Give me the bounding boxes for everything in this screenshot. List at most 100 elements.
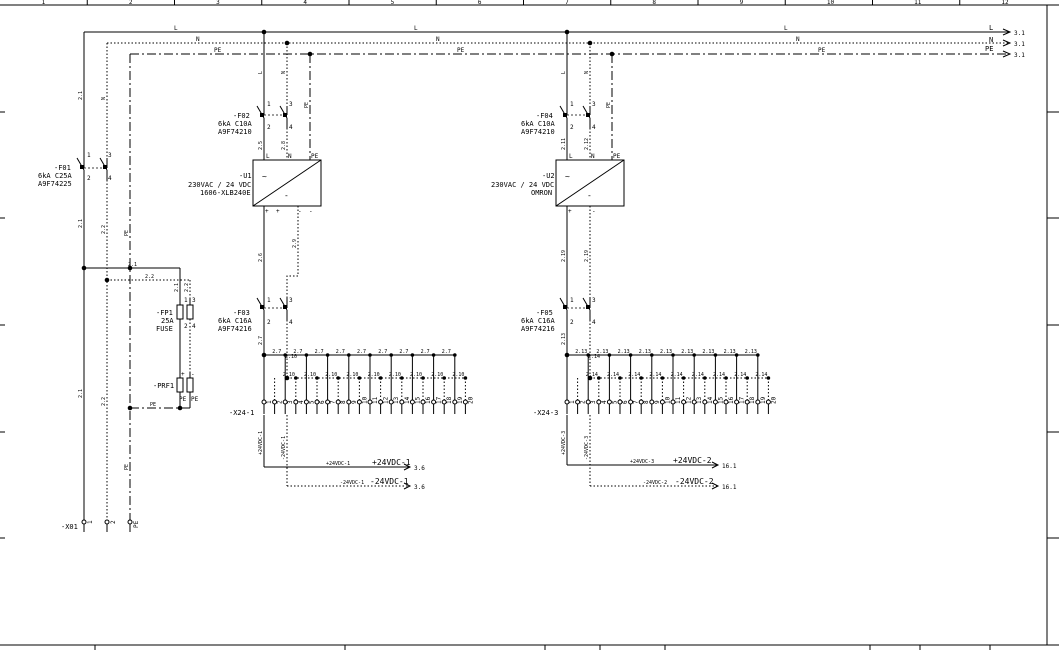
wire-number: 2.10	[452, 372, 464, 378]
breaker-F01: 1 3 2 4 -F01 6kA C25A A9F74225 2.1 2.2 2…	[38, 152, 112, 520]
terminal-number: 10	[664, 396, 671, 404]
F04-tag: -F04	[536, 112, 553, 120]
bus-PE-ref: 3.1	[1014, 52, 1025, 59]
left-feed: 2.1 N PE PE	[78, 32, 131, 520]
svg-text:-: -	[592, 208, 596, 215]
minus24-1-label: -24VDC-1	[370, 477, 409, 486]
junction-dot	[453, 353, 457, 357]
terminal-number: 20	[770, 396, 777, 404]
X24-1-tag: -X24-1	[229, 409, 254, 417]
terminal-X01: -X01 1 2 PE	[61, 519, 140, 532]
svg-text:N: N	[281, 71, 287, 74]
svg-text:2.11: 2.11	[561, 138, 567, 150]
F04-rating: 6kA C10A	[521, 120, 556, 128]
terminal-number: 12	[383, 396, 390, 404]
wire-number: 2.7	[378, 349, 387, 355]
FP1-tag: -FP1	[156, 309, 173, 317]
terminal-number: 18	[749, 396, 756, 404]
svg-text:PE: PE	[818, 47, 826, 54]
svg-text:2.19: 2.19	[561, 250, 567, 262]
U1-tag: -U1	[239, 172, 252, 180]
junction-dot	[294, 376, 298, 380]
F02-part: A9F74210	[218, 128, 252, 136]
svg-text:1: 1	[570, 101, 574, 108]
svg-text:-: -	[587, 191, 592, 200]
junction-dot	[650, 353, 654, 357]
bus-PE-label: PE	[985, 45, 993, 53]
F02-tag: -F02	[233, 112, 250, 120]
wire-number: 2.7	[272, 349, 281, 355]
terminal-number: 4	[298, 400, 305, 404]
column-number: 12	[1001, 0, 1009, 6]
junction-dot	[284, 375, 290, 381]
junction-dot	[400, 376, 404, 380]
svg-text:4: 4	[592, 124, 596, 131]
column-number: 1	[42, 0, 46, 6]
svg-text:2.10: 2.10	[285, 354, 297, 360]
wire-number: 2.13	[575, 349, 587, 355]
fuse-FP1: 1 3 2 4 -FP1 25A FUSE	[156, 297, 196, 372]
terminal-number: 16	[728, 396, 735, 404]
svg-text:+24VDC-1: +24VDC-1	[258, 431, 264, 455]
supply-2-feed: L N PE	[561, 29, 615, 160]
U1-part: 1606-XLB240E	[200, 189, 251, 197]
wire-number: 2.14	[734, 372, 746, 378]
junction-dot	[618, 376, 622, 380]
svg-text:4: 4	[592, 319, 596, 326]
terminal-number: 13	[696, 396, 703, 404]
junction-dot	[628, 353, 633, 357]
X01-tag: -X01	[61, 523, 78, 531]
wire-number: 2.13	[745, 349, 757, 355]
svg-text:2.14: 2.14	[588, 354, 600, 360]
svg-text:PE: PE	[179, 396, 187, 403]
minus24-2-label: -24VDC-2	[675, 477, 714, 486]
svg-text:2.8: 2.8	[281, 141, 287, 150]
wire-number: 2.7	[315, 349, 324, 355]
svg-text:PE: PE	[457, 47, 465, 54]
svg-text:2.1: 2.1	[78, 219, 84, 228]
junction-dot	[315, 376, 319, 380]
svg-text:PE: PE	[214, 47, 222, 54]
terminal-number: 9	[351, 400, 358, 404]
bus-PE: PE PE PE PE 3.1	[130, 45, 1025, 59]
svg-text:2: 2	[184, 323, 188, 330]
svg-text:L: L	[258, 71, 264, 74]
column-number: 8	[652, 0, 656, 6]
wire-number: 2.7	[293, 349, 302, 355]
terminal-number: 16	[425, 396, 432, 404]
terminal-number: 3	[590, 400, 597, 404]
svg-text:PE: PE	[304, 102, 310, 108]
svg-text:2: 2	[87, 175, 91, 182]
F01-tag: -F01	[54, 164, 71, 172]
svg-text:2.13: 2.13	[561, 333, 567, 345]
terminal-number: 14	[707, 396, 714, 404]
junction-dot	[357, 376, 362, 380]
junction-dot	[766, 376, 771, 380]
wire-number: 2.7	[421, 349, 430, 355]
minus24-1-ref: 3.6	[414, 484, 425, 491]
wire-number: 2.7	[399, 349, 408, 355]
svg-text:~: ~	[565, 172, 570, 181]
wire-number: 2.14	[586, 372, 598, 378]
terminal-number: 17	[739, 396, 746, 404]
junction-dot	[378, 376, 383, 380]
junction-dot	[713, 353, 718, 357]
supply-1-feed: L N PE	[258, 29, 313, 160]
svg-text:2: 2	[267, 124, 271, 131]
svg-text:1: 1	[87, 152, 91, 159]
wire-number: 2.13	[618, 349, 630, 355]
terminal-number: 15	[717, 396, 724, 404]
svg-text:N: N	[436, 36, 440, 43]
F03-part: A9F74216	[218, 325, 252, 333]
wire-number: 2.10	[325, 372, 337, 378]
svg-text:PE: PE	[133, 520, 140, 528]
junction-dot	[660, 376, 665, 380]
wire-number: 2.14	[713, 372, 725, 378]
wire-number: 2.13	[724, 349, 736, 355]
svg-text:2.6: 2.6	[258, 253, 264, 262]
svg-text:1: 1	[570, 297, 574, 304]
junction-dot	[421, 376, 425, 380]
terminal-number: 12	[686, 396, 693, 404]
svg-text:PE: PE	[150, 402, 156, 408]
wire-number: 2.10	[410, 372, 422, 378]
